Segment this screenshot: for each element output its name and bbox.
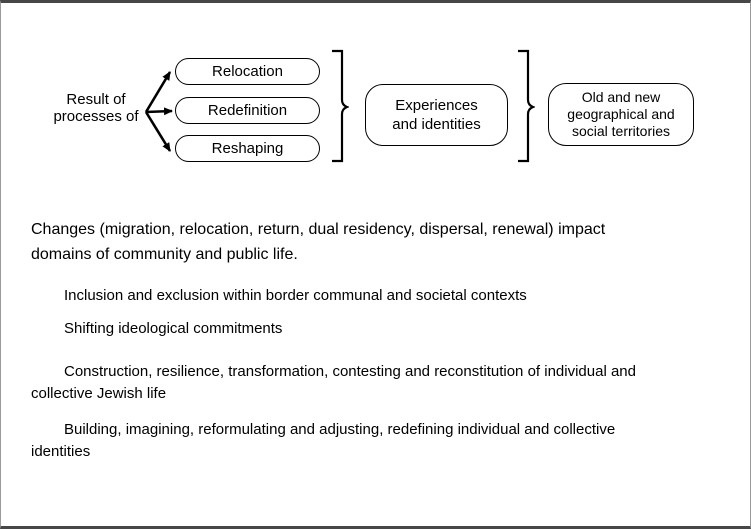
process-box-redefinition: Redefinition (175, 97, 320, 124)
process-box-relocation: Relocation (175, 58, 320, 85)
intro-paragraph: Changes (migration, relocation, return, … (31, 221, 606, 263)
process-box-label: Redefinition (207, 102, 288, 119)
source-label: Result of processes of (53, 91, 139, 125)
bracket-icon (518, 49, 535, 163)
fan-arrows-icon (144, 71, 173, 152)
process-box-label: Relocation (212, 63, 283, 80)
experiences-box: Experiences and identities (365, 84, 508, 146)
process-box-label: Reshaping (211, 140, 284, 157)
bracket-icon (332, 49, 349, 163)
territories-box: Old and new geographical and social terr… (548, 83, 694, 146)
process-box-reshaping: Reshaping (175, 135, 320, 162)
list-item: Construction, resilience, transformation… (31, 363, 636, 402)
list-item: Building, imagining, reformulating and a… (31, 421, 616, 460)
list-item: Shifting ideological commitments (64, 320, 283, 337)
list-item: Inclusion and exclusion within border co… (64, 287, 527, 304)
